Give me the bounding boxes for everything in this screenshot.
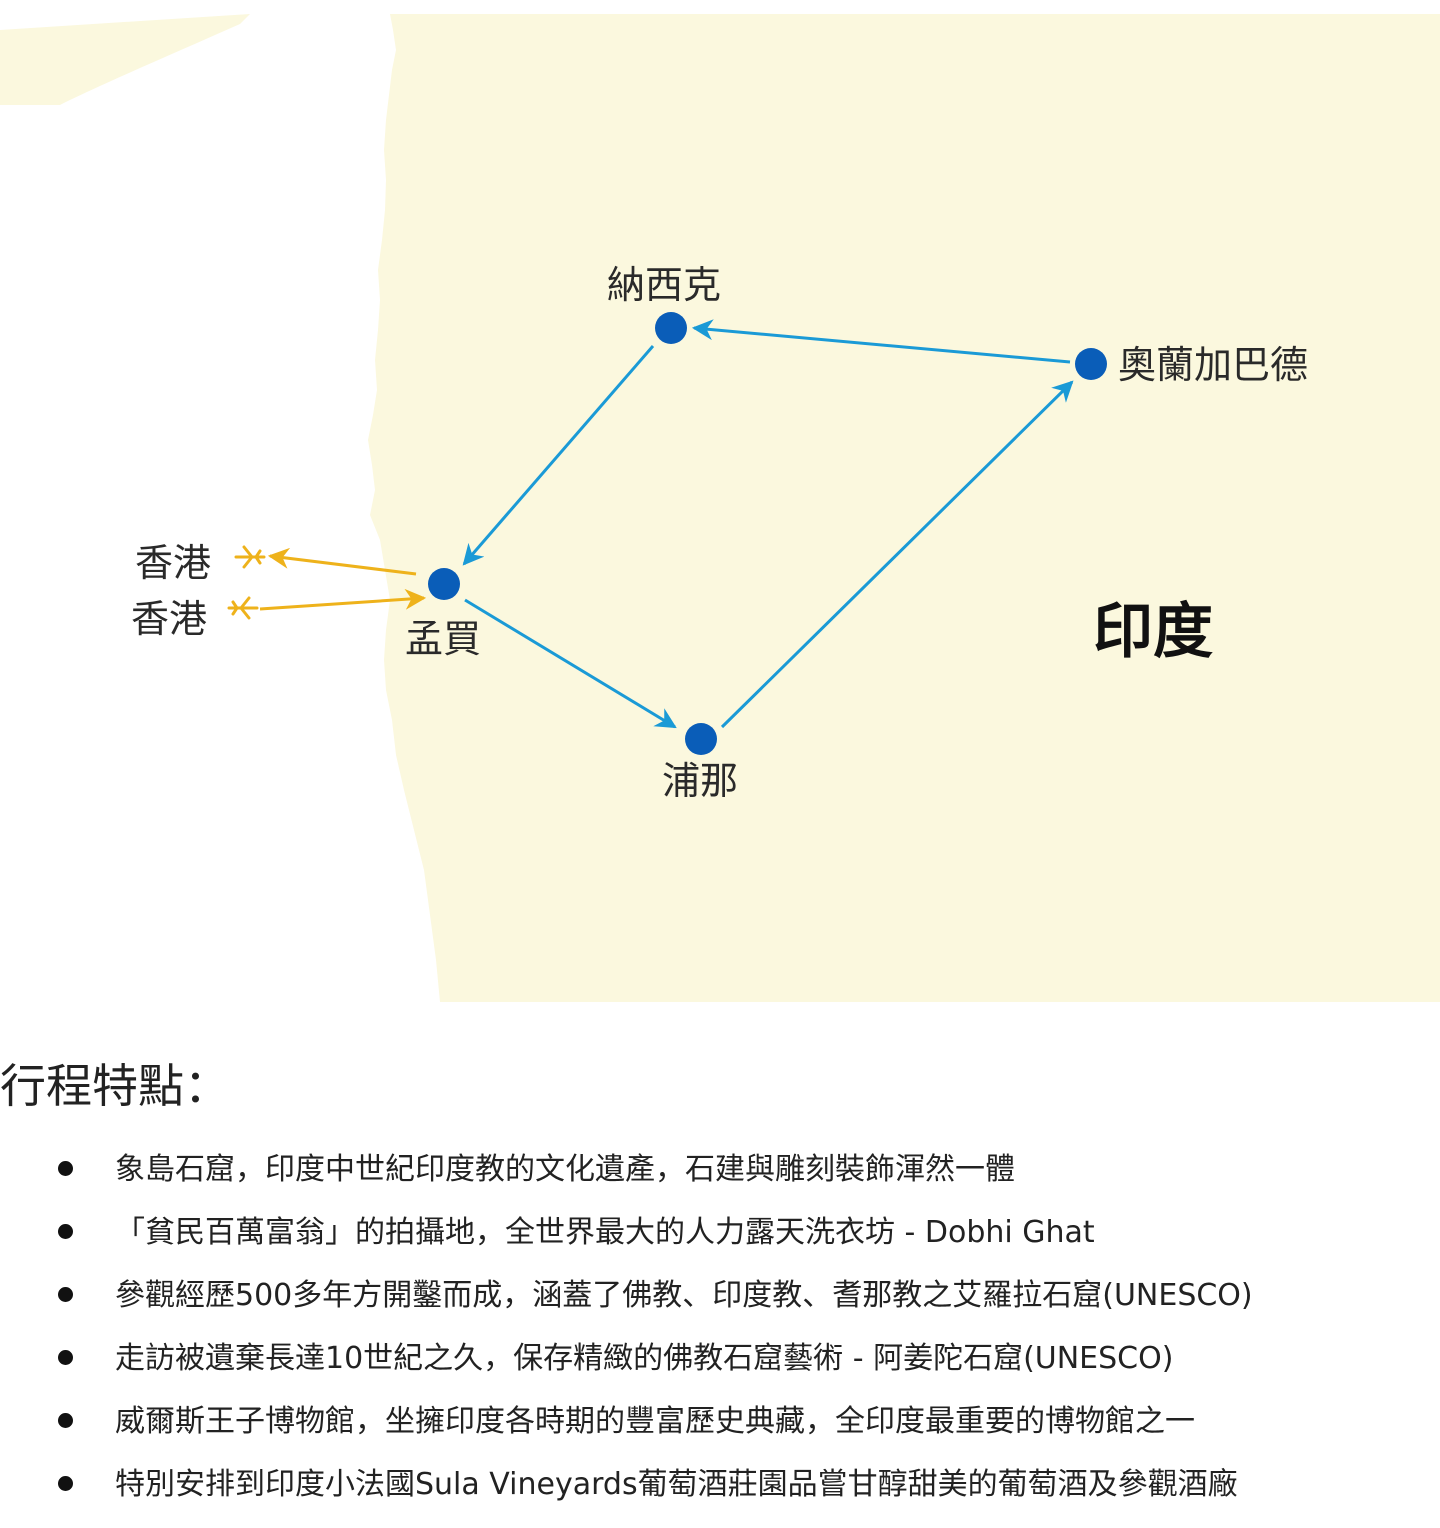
list-item: 象島石窟，印度中世紀印度教的文化遺產，石建與雕刻裝飾渾然一體 (0, 1150, 1440, 1213)
feature-text: 威爾斯王子博物館，坐擁印度各時期的豐富歷史典藏，全印度最重要的博物館之一 (115, 1404, 1195, 1439)
city-label-mumbai: 孟買 (405, 617, 481, 661)
city-label-pune: 浦那 (662, 759, 738, 803)
bullet-icon (58, 1350, 73, 1365)
flight-lines (259, 547, 427, 611)
feature-text: 走訪被遺棄長達10世紀之久，保存精緻的佛教石窟藝術 - 阿姜陀石窟(UNESCO… (115, 1341, 1174, 1376)
bullet-icon (58, 1413, 73, 1428)
city-label-aurangabad: 奧蘭加巴德 (1118, 343, 1308, 387)
city-label-hongkong-depart: 香港 (131, 597, 207, 641)
route-pune-to-aurangabad (720, 380, 1074, 729)
list-item: 「貧民百萬富翁」的拍攝地，全世界最大的人力露天洗衣坊 - Dobhi Ghat (0, 1213, 1440, 1276)
city-dot-nashik (655, 312, 687, 344)
country-label: 印度 (1093, 597, 1213, 667)
route-lines (462, 319, 1074, 729)
features-list: 象島石窟，印度中世紀印度教的文化遺產，石建與雕刻裝飾渾然一體 「貧民百萬富翁」的… (0, 1150, 1440, 1528)
city-label-nashik: 納西克 (607, 263, 721, 307)
bullet-icon (58, 1161, 73, 1176)
route-map: 納西克 奧蘭加巴德 孟買 浦那 香港 香港 印度 (0, 14, 1440, 1002)
route-mumbai-to-pune (464, 598, 677, 729)
flight-mumbai-to-hongkong (267, 547, 417, 576)
city-label-hongkong-return: 香港 (135, 541, 211, 585)
feature-text: 「貧民百萬富翁」的拍攝地，全世界最大的人力露天洗衣坊 - Dobhi Ghat (115, 1215, 1095, 1250)
city-dot-mumbai (428, 568, 460, 600)
flight-hongkong-to-mumbai (259, 588, 427, 611)
bullet-icon (58, 1476, 73, 1491)
list-item: 走訪被遺棄長達10世紀之久，保存精緻的佛教石窟藝術 - 阿姜陀石窟(UNESCO… (0, 1339, 1440, 1402)
plane-icon (227, 596, 259, 620)
features-heading: 行程特點： (0, 1059, 230, 1113)
list-item: 威爾斯王子博物館，坐擁印度各時期的豐富歷史典藏，全印度最重要的博物館之一 (0, 1402, 1440, 1465)
bullet-icon (58, 1287, 73, 1302)
feature-text: 象島石窟，印度中世紀印度教的文化遺產，石建與雕刻裝飾渾然一體 (115, 1152, 1015, 1187)
route-nashik-to-mumbai (462, 345, 655, 566)
city-markers (428, 312, 1107, 755)
feature-text: 特別安排到印度小法國Sula Vineyards葡萄酒莊園品嘗甘醇甜美的葡萄酒及… (115, 1467, 1238, 1502)
plane-icon (234, 545, 266, 569)
feature-text: 參觀經歷500多年方開鑿而成，涵蓋了佛教、印度教、耆那教之艾羅拉石窟(UNESC… (115, 1278, 1253, 1313)
route-aurangabad-to-nashik (691, 319, 1071, 364)
city-dot-aurangabad (1075, 348, 1107, 380)
india-landmass (0, 14, 1440, 1002)
bullet-icon (58, 1224, 73, 1239)
city-dot-pune (685, 723, 717, 755)
list-item: 特別安排到印度小法國Sula Vineyards葡萄酒莊園品嘗甘醇甜美的葡萄酒及… (0, 1465, 1440, 1528)
list-item: 參觀經歷500多年方開鑿而成，涵蓋了佛教、印度教、耆那教之艾羅拉石窟(UNESC… (0, 1276, 1440, 1339)
